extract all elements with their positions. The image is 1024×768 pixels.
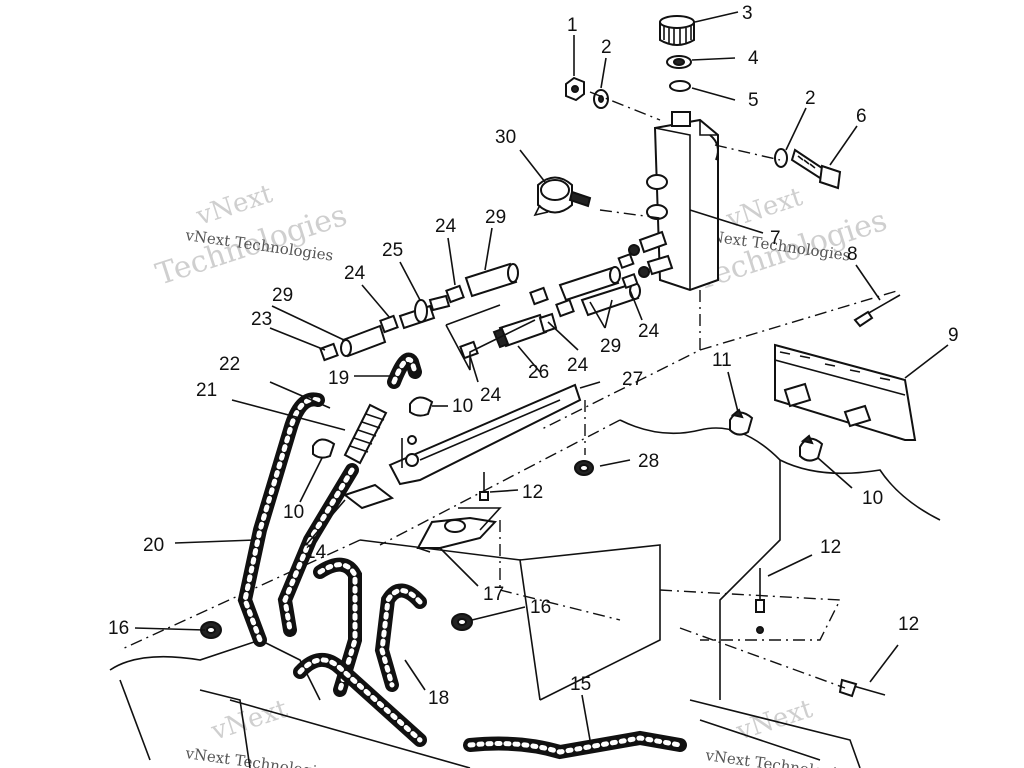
svg-text:vNext: vNext: [722, 182, 807, 235]
callout-26: 26: [528, 362, 549, 383]
clamp-left-c[interactable]: [445, 284, 465, 304]
callout-6: 6: [856, 106, 867, 127]
watermark-top-right: vNext Technologies vNext Technologies: [692, 182, 892, 298]
callout-29-c: 29: [600, 336, 621, 357]
hose-clip-10-left[interactable]: [312, 438, 336, 459]
callout-20: 20: [143, 535, 164, 556]
callout-10-right: 10: [862, 488, 883, 509]
clamp-left-d[interactable]: [459, 340, 479, 360]
callout-25: 25: [382, 240, 403, 261]
callout-30: 30: [495, 127, 516, 148]
callout-4: 4: [748, 48, 759, 69]
filter-fitting[interactable]: [492, 312, 558, 349]
callout-29-b: 29: [272, 285, 293, 306]
tank-mount-bracket[interactable]: [388, 383, 582, 486]
filler-cap[interactable]: [659, 15, 695, 46]
oil-level-sender[interactable]: [533, 176, 592, 217]
plate-14[interactable]: [342, 483, 395, 510]
hose-bottom[interactable]: [293, 653, 427, 747]
callout-3: 3: [742, 3, 753, 24]
callout-24-a: 24: [435, 216, 457, 237]
watermark-bottom-left: vNext vNext Technologies: [183, 694, 334, 768]
hose-clip-10-right[interactable]: [799, 434, 824, 462]
callout-24-d: 24: [567, 355, 589, 376]
check-valve[interactable]: [398, 294, 451, 330]
callout-28: 28: [638, 451, 659, 472]
chassis-outline: [109, 289, 941, 768]
clamp-right-d[interactable]: [555, 298, 575, 318]
o-ring[interactable]: [669, 80, 691, 92]
hose-18[interactable]: [374, 583, 427, 692]
hose-clip-10-mid[interactable]: [409, 396, 434, 417]
svg-text:vNext Technologies: vNext Technologies: [183, 744, 334, 768]
callout-10-left: 10: [283, 502, 304, 523]
callout-5: 5: [748, 90, 759, 111]
callout-24-b: 24: [344, 263, 366, 284]
callout-22: 22: [219, 354, 240, 375]
callout-21: 21: [196, 380, 217, 401]
callout-2-left: 2: [601, 37, 612, 58]
callout-labels: 1 2 3 4 5 2 6 30 7 8 9 11 10 24 29 25 24…: [108, 3, 959, 709]
callout-23: 23: [251, 309, 272, 330]
watermark-top-left: vNext Technologies vNext Technologies: [152, 179, 352, 293]
hose-clamp-16-right[interactable]: [451, 613, 473, 631]
hose-15[interactable]: [463, 730, 687, 760]
callout-29-a: 29: [485, 207, 506, 228]
callout-16-right: 16: [530, 597, 551, 618]
hose-left-upper[interactable]: [464, 262, 519, 298]
hose-19[interactable]: [387, 352, 422, 389]
hose-22[interactable]: [277, 463, 359, 637]
callout-7: 7: [770, 228, 781, 249]
hose-right-upper[interactable]: [558, 266, 621, 302]
hose-left-small[interactable]: [340, 324, 387, 358]
hose-20[interactable]: [237, 392, 325, 647]
clamp-right-b[interactable]: [621, 272, 639, 290]
vent-line[interactable]: [853, 294, 901, 328]
callout-27: 27: [622, 369, 643, 390]
screw-12-right[interactable]: [755, 568, 765, 634]
hose-14[interactable]: [313, 557, 362, 697]
watermark-bottom-right: vNext vNext Technologies: [703, 694, 854, 768]
callout-15: 15: [570, 674, 591, 695]
clamp-left-b[interactable]: [379, 314, 399, 334]
tank-fitting-lower[interactable]: [638, 254, 674, 278]
cap-washer[interactable]: [666, 55, 692, 69]
leader-lines: [134, 11, 949, 741]
bracket-17[interactable]: [416, 516, 498, 553]
oil-tank[interactable]: [646, 111, 719, 292]
callout-9: 9: [948, 325, 959, 346]
callout-12-right: 12: [820, 537, 841, 558]
callout-24-e: 24: [480, 385, 502, 406]
rubber-grommet[interactable]: [574, 460, 594, 476]
callout-16-left: 16: [108, 618, 129, 639]
callout-12-lower: 12: [898, 614, 919, 635]
svg-text:vNext Technologies: vNext Technologies: [703, 746, 854, 768]
clamp-right-c[interactable]: [529, 286, 549, 306]
callout-17: 17: [483, 584, 504, 605]
svg-text:vNext: vNext: [207, 694, 292, 747]
callout-10-mid: 10: [452, 396, 473, 417]
clamp-left-a[interactable]: [319, 342, 339, 362]
hex-nut[interactable]: [565, 76, 585, 102]
clamp-right-a[interactable]: [617, 252, 635, 270]
callout-14: 14: [305, 542, 327, 563]
screw-12-lower[interactable]: [838, 678, 886, 698]
callout-2-right: 2: [805, 88, 816, 109]
mounting-rail[interactable]: [774, 343, 917, 441]
hose-clip-11[interactable]: [729, 408, 754, 436]
tank-fitting-upper[interactable]: [628, 230, 668, 256]
callout-24-c: 24: [638, 321, 660, 342]
callout-11: 11: [712, 350, 732, 371]
callout-8: 8: [847, 244, 858, 265]
flat-washer-right[interactable]: [774, 148, 788, 168]
callout-1: 1: [567, 15, 578, 36]
screw-12-center[interactable]: [479, 472, 489, 501]
callout-18: 18: [428, 688, 449, 709]
spring-guard[interactable]: [343, 403, 388, 465]
mount-bolt[interactable]: [790, 148, 842, 190]
callout-19: 19: [328, 368, 349, 389]
callout-12-center: 12: [522, 482, 543, 503]
